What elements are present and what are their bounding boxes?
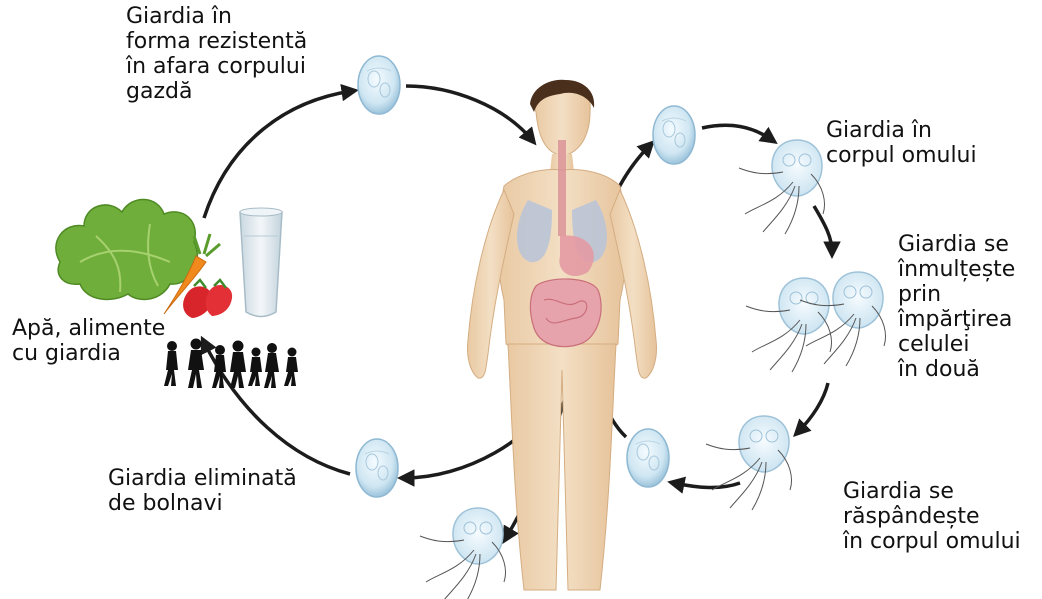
label-water-food: Apă, alimente cu giardia: [12, 316, 165, 366]
arrow-spread-to-cyst: [674, 483, 740, 488]
label-cyst-outside-host: Giardia în forma rezistentă în afara cor…: [126, 4, 307, 104]
label-spreads: Giardia se răspândește în corpul omului: [843, 479, 1021, 554]
arrow-cyst-to-mouth: [406, 86, 532, 140]
human-figure: [467, 80, 656, 590]
label-in-human-body: Giardia în corpul omului: [826, 118, 977, 168]
arrow-divided-down: [798, 383, 828, 432]
intestine: [530, 279, 601, 347]
label-eliminated: Giardia eliminată de bolnavi: [108, 466, 297, 516]
trophozoite-icon: [706, 416, 792, 510]
people-silhouettes-icon: [164, 339, 298, 389]
cyst-icon: [358, 56, 400, 114]
esophagus: [558, 140, 566, 236]
cyst-icon: [653, 106, 695, 164]
arrow-food-to-cyst: [204, 91, 352, 218]
trophozoite-dividing-icon: [746, 272, 886, 372]
arrow-cyst-to-trophozoite: [702, 125, 772, 140]
strawberry-icon: [183, 280, 232, 318]
cyst-icon: [627, 429, 669, 487]
cyst-icon: [356, 439, 398, 497]
trophozoite-icon: [739, 140, 825, 234]
label-multiplies: Giardia se înmulțește prin împărţirea ce…: [898, 232, 1015, 382]
lettuce-icon: [56, 199, 197, 299]
water-glass-icon: [240, 208, 282, 317]
trophozoite-icon: [420, 508, 506, 599]
